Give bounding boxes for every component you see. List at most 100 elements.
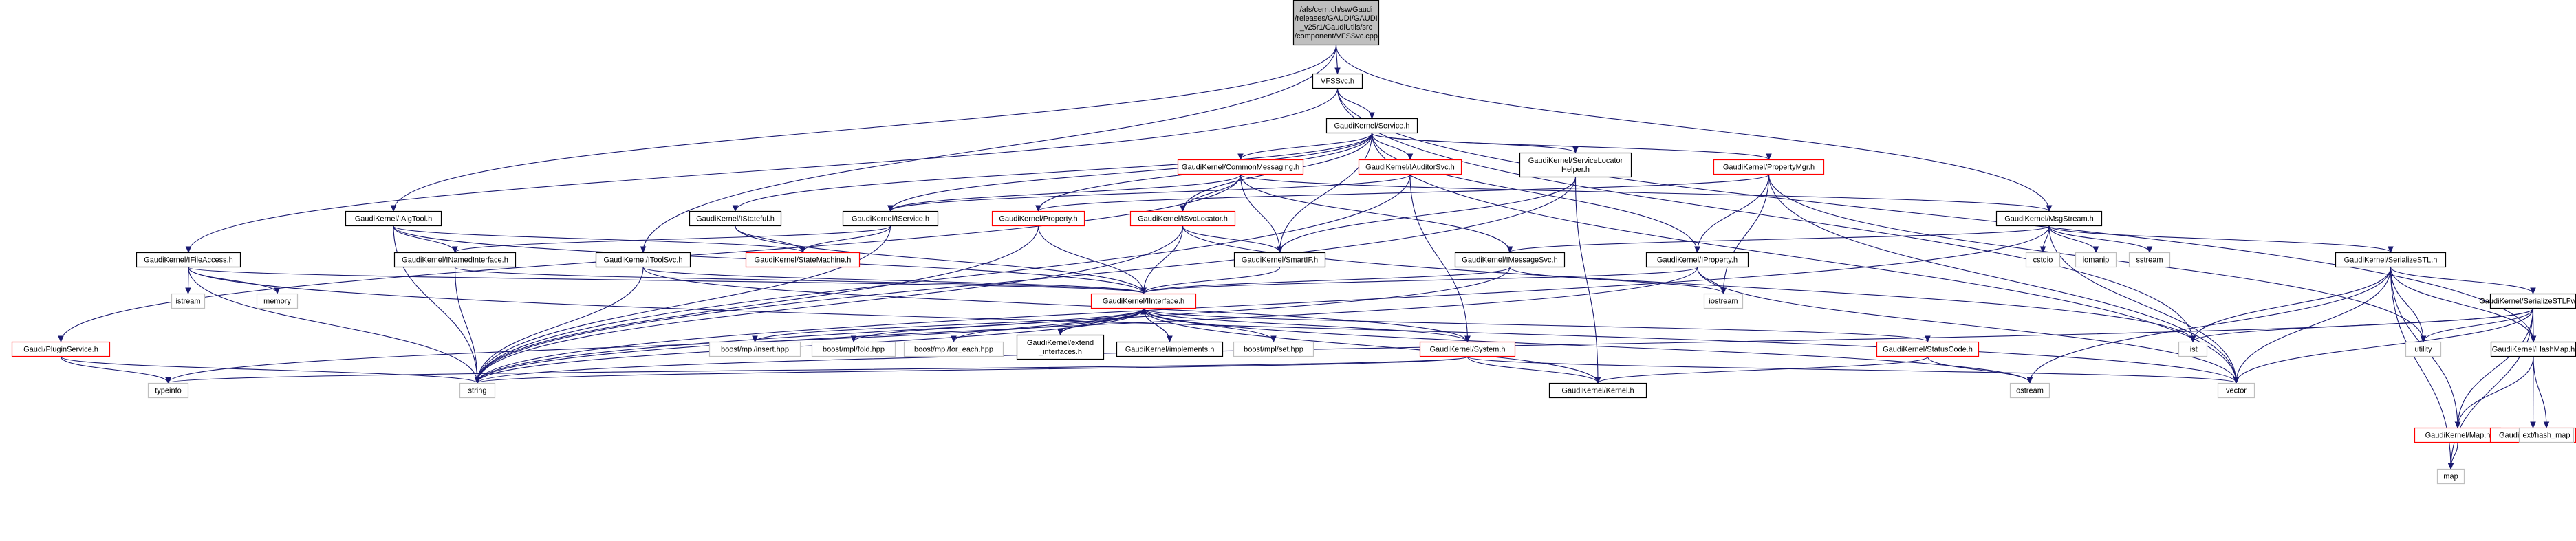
node-string[interactable]: string [459, 382, 496, 399]
node-iservice[interactable]: GaudiKernel/IService.h [842, 210, 939, 227]
node-itoolsvc[interactable]: GaudiKernel/IToolSvc.h [595, 252, 691, 268]
node-label-root-line-1: /releases/GAUDI/GAUDI [1295, 14, 1377, 23]
node-iomanip[interactable]: iomanip [2075, 252, 2117, 268]
node-hashmap[interactable]: GaudiKernel/HashMap.h [2490, 341, 2576, 357]
node-label-property_red-line-0: GaudiKernel/Property.h [999, 215, 1077, 223]
arrowhead-icon [58, 335, 64, 343]
node-label-serializestlfwd-line-0: GaudiKernel/SerializeSTLFwd.h [2479, 298, 2576, 306]
node-label-inamedinterface-line-0: GaudiKernel/INamedInterface.h [402, 256, 508, 265]
edge-iinterface-to-string [477, 308, 1145, 384]
node-system[interactable]: GaudiKernel/System.h [1419, 341, 1516, 357]
node-vfssvc[interactable]: VFSSvc.h [1312, 73, 1363, 89]
node-extend_interfaces[interactable]: GaudiKernel/extend_interfaces.h [1016, 334, 1105, 360]
edge-system-to-typeinfo [167, 356, 1469, 384]
node-istateful[interactable]: GaudiKernel/IStateful.h [689, 210, 782, 227]
edge-imessagesvc-to-iostream [1509, 267, 1724, 294]
node-label-service-line-0: GaudiKernel/Service.h [1334, 122, 1409, 131]
arrowhead-icon [1694, 246, 1700, 254]
node-kernel[interactable]: GaudiKernel/Kernel.h [1548, 382, 1647, 399]
node-vector[interactable]: vector [2217, 382, 2255, 399]
node-mpl_set[interactable]: boost/mpl/set.hpp [1233, 341, 1314, 357]
node-istream[interactable]: istream [171, 293, 206, 309]
edge-system-to-string [477, 356, 1469, 384]
edge-service-to-smartif [1279, 133, 1373, 253]
arrowhead-icon [1464, 335, 1471, 343]
node-imessagesvc[interactable]: GaudiKernel/IMessageSvc.h [1454, 252, 1566, 268]
arrowhead-icon [2233, 377, 2240, 384]
edge-msgstream-to-string [477, 225, 2050, 384]
edge-iproperty-to-iinterface [1143, 267, 1698, 294]
node-utility[interactable]: utility [2405, 341, 2442, 357]
edge-root-to-msgstream [1335, 45, 2050, 212]
node-label-pluginservice-line-0: Gaudi/PluginService.h [23, 346, 98, 354]
node-cstdio[interactable]: cstdio [2025, 252, 2061, 268]
node-box-kernel [1548, 382, 1647, 399]
node-ialgtool[interactable]: GaudiKernel/IAlgTool.h [345, 210, 442, 227]
edge-isvclocator-to-list [1182, 225, 2194, 342]
node-box-implements [1116, 341, 1224, 357]
edge-vfssvc-to-hashmap [1336, 88, 2534, 342]
node-map_h[interactable]: GaudiKernel/Map.h [2414, 427, 2502, 443]
edge-isvclocator-to-iinterface [1143, 225, 1184, 294]
node-label-map_h-line-0: GaudiKernel/Map.h [2425, 432, 2491, 440]
node-memory[interactable]: memory [256, 293, 299, 309]
node-property_red[interactable]: GaudiKernel/Property.h [991, 210, 1085, 227]
node-serializestl[interactable]: GaudiKernel/SerializeSTL.h [2335, 252, 2447, 268]
node-implements[interactable]: GaudiKernel/implements.h [1116, 341, 1224, 357]
edge-serializestl-to-hashmap [2390, 267, 2534, 342]
node-root[interactable]: /afs/cern.ch/sw/Gaudi/releases/GAUDI/GAU… [1292, 0, 1380, 46]
node-commonmessaging[interactable]: GaudiKernel/CommonMessaging.h [1177, 159, 1304, 175]
node-box-mpl_insert [708, 341, 801, 357]
node-label-extend_interfaces-line-0: GaudiKernel/extend [1027, 339, 1094, 347]
edge-iinterface-to-system [1143, 308, 1469, 342]
node-service[interactable]: GaudiKernel/Service.h [1325, 118, 1418, 134]
node-label-iservice-line-0: GaudiKernel/IService.h [852, 215, 929, 223]
node-box-propertymgr [1713, 159, 1825, 175]
arrowhead-icon [2388, 246, 2394, 254]
node-inamedinterface[interactable]: GaudiKernel/INamedInterface.h [393, 252, 517, 268]
node-ifileaccess[interactable]: GaudiKernel/IFileAccess.h [136, 252, 241, 268]
node-list[interactable]: list [2178, 341, 2208, 357]
node-pluginservice[interactable]: Gaudi/PluginService.h [11, 341, 111, 357]
node-label-ostream-line-0: ostream [2016, 387, 2044, 395]
node-statemachine[interactable]: GaudiKernel/StateMachine.h [745, 252, 861, 268]
edge-ialgtool-to-statemachine [393, 225, 803, 253]
node-label-istateful-line-0: GaudiKernel/IStateful.h [696, 215, 775, 223]
arrowhead-icon [2543, 421, 2550, 429]
node-box-statuscode [1876, 341, 1980, 357]
edge-ifileaccess-to-string [188, 267, 478, 384]
node-label-root-line-2: _v25r1/GaudiUtils/src [1299, 23, 1373, 32]
node-box-statemachine [745, 252, 861, 268]
node-ext_hash_map[interactable]: ext/hash_map [2518, 427, 2575, 443]
node-serializestlfwd[interactable]: GaudiKernel/SerializeSTLFwd.h [2479, 293, 2576, 309]
arrowhead-icon [1925, 335, 1931, 343]
node-box-sstream [2128, 252, 2171, 268]
node-map[interactable]: map [2436, 468, 2465, 485]
node-label-iinterface-line-0: GaudiKernel/IInterface.h [1103, 298, 1184, 306]
edge-service-to-iservice [889, 133, 1373, 212]
node-iinterface[interactable]: GaudiKernel/IInterface.h [1090, 293, 1197, 309]
node-mpl_insert[interactable]: boost/mpl/insert.hpp [708, 341, 801, 357]
node-isvclocator[interactable]: GaudiKernel/ISvcLocator.h [1129, 210, 1236, 227]
node-statuscode[interactable]: GaudiKernel/StatusCode.h [1876, 341, 1980, 357]
edge-hashmap-to-hash_h [2532, 356, 2534, 428]
node-label-smartif-line-0: GaudiKernel/SmartIF.h [1242, 256, 1318, 265]
node-iproperty[interactable]: GaudiKernel/IProperty.h [1645, 252, 1749, 268]
edge-inamedinterface-to-string [454, 267, 478, 384]
node-msgstream[interactable]: GaudiKernel/MsgStream.h [1995, 210, 2103, 227]
node-ostream[interactable]: ostream [2009, 382, 2050, 399]
node-sstream[interactable]: sstream [2128, 252, 2171, 268]
edge-propertymgr-to-iproperty [1696, 174, 1770, 253]
node-mpl_fold[interactable]: boost/mpl/fold.hpp [811, 341, 896, 357]
node-propertymgr[interactable]: GaudiKernel/PropertyMgr.h [1713, 159, 1825, 175]
edge-isvclocator-to-string [477, 225, 1184, 384]
node-iauditorsvc[interactable]: GaudiKernel/IAuditorSvc.h [1358, 159, 1462, 175]
node-typeinfo[interactable]: typeinfo [147, 382, 189, 399]
node-iostream[interactable]: iostream [1703, 293, 1744, 309]
edge-iservice-to-string [477, 225, 891, 384]
node-mpl_for_each[interactable]: boost/mpl/for_each.hpp [903, 341, 1004, 357]
edge-propertymgr-to-vector [1768, 174, 2237, 384]
node-smartif[interactable]: GaudiKernel/SmartIF.h [1233, 252, 1326, 268]
node-box-ifileaccess [136, 252, 241, 268]
